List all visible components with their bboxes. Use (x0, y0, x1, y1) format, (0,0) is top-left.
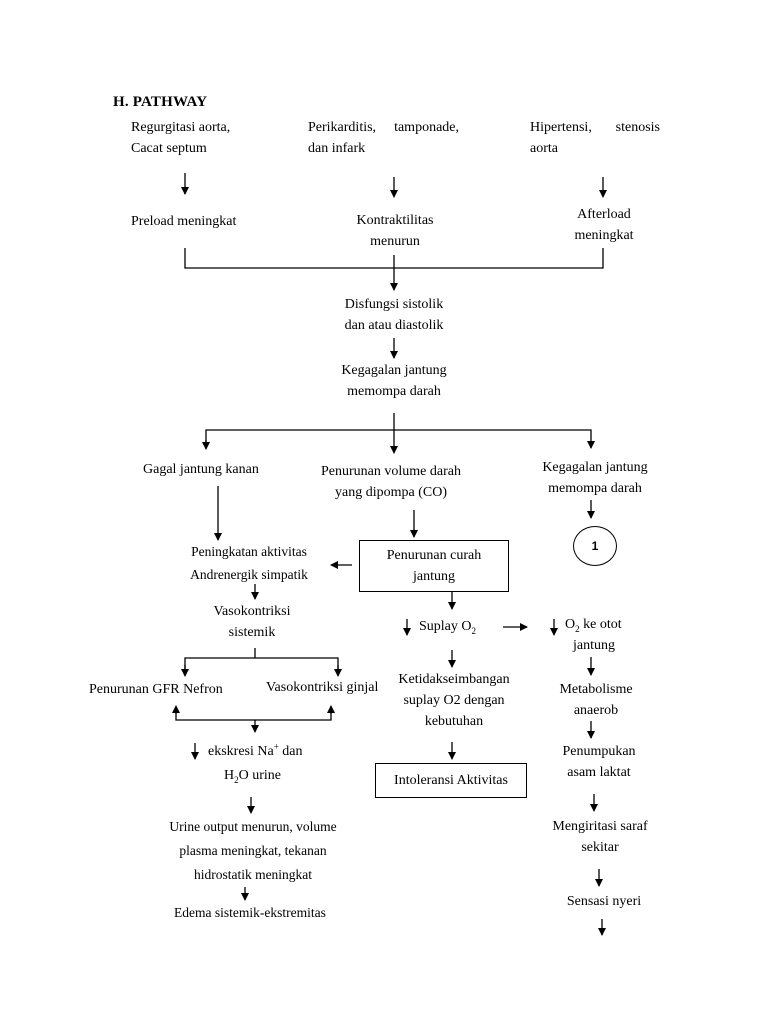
node-text: Kegagalan jantung (542, 460, 648, 475)
node-text: Hipertensi, (530, 120, 592, 135)
node-ketidakseimbangan: Ketidakseimbangan suplay O2 dengan kebut… (398, 669, 509, 732)
node-text: sekitar (581, 840, 619, 855)
node-sensasi: Sensasi nyeri (566, 894, 642, 909)
node-text: Perikarditis, (308, 120, 377, 135)
node-text: 2 (234, 774, 239, 785)
node-perikarditis: Perikarditis, tamponade, dan infark (308, 117, 459, 159)
node-disfungsi: Disfungsi sistolik dan atau diastolik (345, 294, 444, 336)
page-heading: H. PATHWAY (113, 94, 208, 110)
node-text: Mengiritasi saraf (552, 819, 648, 834)
node-text: aorta (530, 141, 558, 156)
node-vasokonstriksi: Vasokontriksi sistemik (214, 601, 291, 643)
merge-bracket-kidney (175, 711, 332, 721)
node-text: ekskresi Na (208, 744, 274, 759)
node-text: anaerob (573, 703, 619, 718)
node-text: suplay O2 dengan (403, 693, 505, 708)
node-text: hidrostatik meningkat (193, 867, 313, 882)
node-text: memompa darah (347, 384, 441, 399)
node-penurunan-gfr: Penurunan GFR Nefron (89, 682, 223, 697)
node-text: O urine (238, 768, 282, 783)
node-gagal-kanan: Gagal jantung kanan (143, 462, 259, 477)
node-kontraktilitas: Kontraktilitas menurun (357, 210, 434, 252)
node-text: Penurunan volume darah (321, 464, 461, 479)
node-o2-ke-otot: O2 ke otot jantung (565, 614, 622, 656)
node-peningkatan: Peningkatan aktivitas Andrenergik simpat… (190, 540, 308, 586)
node-afterload: Afterload meningkat (574, 204, 633, 246)
node-text: plasma meningkat, tekanan (179, 843, 327, 858)
node-text: Urine output menurun, volume (169, 819, 337, 834)
node-text: Penurunan curah (386, 548, 482, 563)
node-edema: Edema sistemik-ekstremitas (174, 905, 326, 920)
node-text: asam laktat (567, 765, 631, 780)
split-bracket-kidney (184, 657, 339, 673)
node-h2o: H2O urine (224, 765, 281, 786)
node-text: 2 (575, 623, 580, 634)
node-text: dan atau diastolik (344, 318, 444, 333)
node-text: menurun (370, 234, 420, 249)
node-text: tamponade, (394, 120, 459, 135)
node-text: Vasokontriksi (213, 604, 291, 619)
node-text: yang dipompa (CO) (335, 485, 447, 500)
node-metabolisme: Metabolisme anaerob (559, 679, 632, 721)
node-mengiritasi: Mengiritasi saraf sekitar (552, 816, 647, 858)
node-regurgitasi: Regurgitasi aorta, Cacat septum (131, 117, 230, 159)
node-text: Kontraktilitas (356, 213, 434, 228)
node-text: meningkat (574, 228, 634, 243)
node-text: Afterload (577, 207, 631, 222)
node-text: dan infark (308, 141, 366, 156)
node-preload: Preload meningkat (131, 214, 237, 229)
node-text: Regurgitasi aorta, (131, 120, 231, 135)
node-text: dan (278, 744, 303, 759)
node-text: sistemik (228, 625, 276, 640)
node-text: stenosis (615, 120, 660, 135)
node-suplay-o2: Suplay O2 (419, 616, 476, 637)
node-kegagalan: Kegagalan jantung memompa darah (341, 360, 446, 402)
node-penurunan-curah: Penurunan curah jantung (359, 540, 509, 592)
node-text: Intoleransi Aktivitas (394, 773, 508, 788)
node-text: jantung (573, 638, 615, 653)
node-text: H (224, 768, 235, 783)
node-text: Cacat septum (131, 141, 207, 156)
node-text: Peningkatan aktivitas (191, 544, 307, 559)
node-penumpukan: Penumpukan asam laktat (562, 741, 635, 783)
node-urine: Urine output menurun, volume plasma meni… (169, 815, 336, 887)
node-text: 2 (471, 625, 477, 636)
node-hipertensi: Hipertensi, stenosis aorta (530, 117, 660, 159)
node-text: O (565, 617, 576, 632)
node-text: kebutuhan (424, 714, 484, 729)
node-text: Ketidakseimbangan (398, 672, 510, 687)
node-vasokonstriksi-ginjal: Vasokontriksi ginjal (266, 680, 379, 695)
node-text: Kegagalan jantung (341, 363, 447, 378)
node-text: Metabolisme (559, 682, 633, 697)
node-text: jantung (413, 569, 455, 584)
node-penurunan-volume: Penurunan volume darah yang dipompa (CO) (321, 461, 461, 503)
node-text: + (273, 741, 279, 752)
node-text: Disfungsi sistolik (344, 297, 444, 312)
node-text: Penumpukan (562, 744, 636, 759)
node-ekskresi: ekskresi Na+ dan (208, 741, 303, 762)
node-text: Andrenergik simpatik (190, 567, 308, 582)
connector-circle: 1 (573, 526, 617, 566)
node-text: memompa darah (548, 481, 642, 496)
node-intoleransi: Intoleransi Aktivitas (375, 763, 527, 798)
node-text: ke otot (579, 617, 622, 632)
node-kegagalan-kiri: Kegagalan jantung memompa darah (542, 457, 647, 499)
split-bracket (205, 429, 595, 449)
node-text: Suplay O (419, 619, 472, 634)
